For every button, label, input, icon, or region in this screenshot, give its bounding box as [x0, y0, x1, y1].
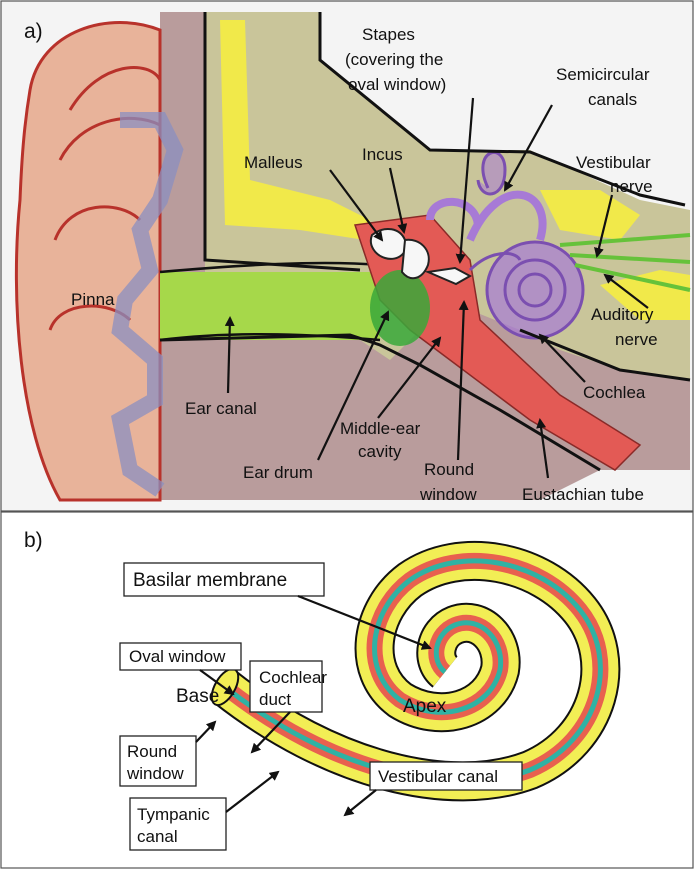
basilar-membrane-label: Basilar membrane: [133, 570, 287, 591]
panel-a: a) Stapes (covering the oval window) Sem…: [1, 1, 693, 511]
pinna-shape: [16, 23, 160, 501]
base-label: Base: [176, 686, 219, 707]
incus-label: Incus: [362, 145, 403, 164]
panel-a-label: a): [24, 20, 43, 43]
vestibular-canal-label: Vestibular canal: [378, 767, 498, 786]
ear-drum-shape: [370, 270, 430, 346]
ear-canal-shape: [160, 272, 380, 340]
malleus-label: Malleus: [244, 153, 303, 172]
panel-b-label: b): [24, 529, 43, 552]
vestibular-canal-box: Vestibular canal: [370, 762, 522, 790]
cochlea-label: Cochlea: [583, 383, 646, 402]
apex-label: Apex: [403, 696, 447, 717]
eustachian-tube-label: Eustachian tube: [522, 485, 644, 504]
panel-b: b) Basilar membrane Oval window Cochlear…: [1, 512, 693, 868]
pinna-label: Pinna: [71, 290, 115, 309]
cochlear-duct-box: Cochlear duct: [250, 661, 332, 712]
ear-drum-label: Ear drum: [243, 463, 313, 482]
tympanic-canal-box: Tympanic canal: [130, 798, 226, 850]
ear-canal-label: Ear canal: [185, 399, 257, 418]
basilar-membrane-box: Basilar membrane: [124, 563, 324, 596]
oval-window-label: Oval window: [129, 647, 226, 666]
round-window-box: Round window: [120, 736, 196, 786]
oval-window-box: Oval window: [120, 643, 241, 670]
